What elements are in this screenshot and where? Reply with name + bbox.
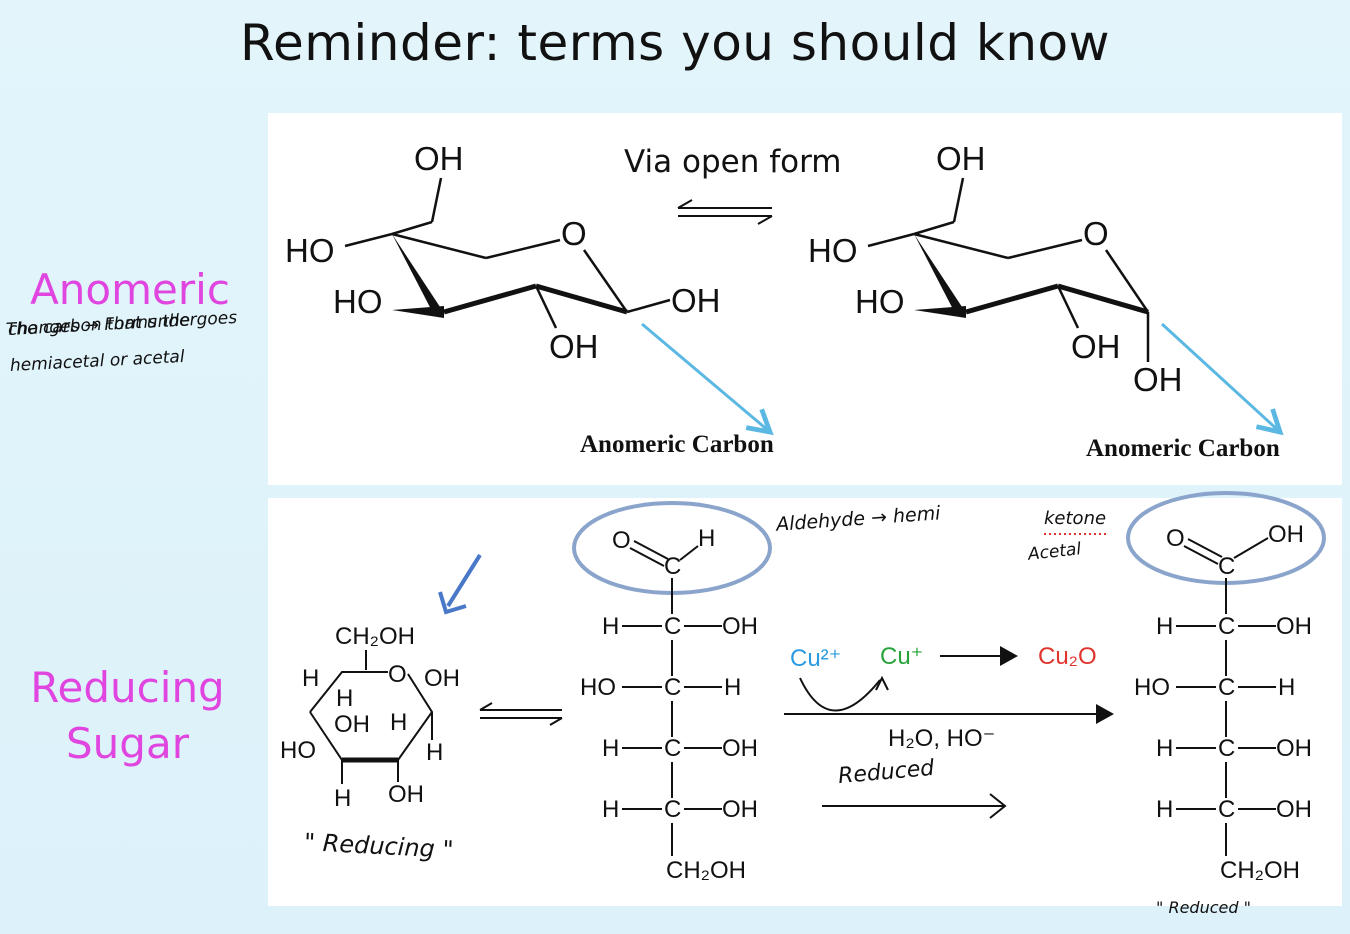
equilibrium-label: Via open form [624, 144, 841, 180]
anomeric-oh-label: OH [671, 282, 721, 319]
chain-c2-h: H [602, 613, 619, 640]
ring-o-label-right: O [1083, 215, 1109, 252]
ring-c2-oh-label: OH [388, 781, 424, 808]
cu2-label: Cu²⁺ [790, 645, 841, 672]
acid-c6-ch2oh: CH₂OH [1220, 857, 1300, 884]
chain-c2-oh: OH [722, 613, 758, 640]
acid-oh-label: OH [1268, 521, 1304, 548]
cu1-label: Cu⁺ [880, 643, 923, 670]
acid-c4-oh: OH [1276, 735, 1312, 762]
chain-c1-label: C [664, 553, 681, 580]
ring-c3-ho-label: HO [280, 737, 316, 764]
term-reducing-sugar: Reducing Sugar [20, 660, 235, 772]
handwritten-ketone-note: ketone [1044, 508, 1107, 529]
chain-c4-h: H [602, 735, 619, 762]
acid-c3-ho: HO [1134, 674, 1170, 701]
chain-c2: C [664, 613, 681, 640]
c3-ho-label: HO [333, 283, 383, 320]
conditions-label: H₂O, HO⁻ [888, 725, 995, 752]
reduced-arrow [989, 793, 1007, 819]
c3-ho-label-right: HO [855, 283, 905, 320]
acid-c4-h: H [1156, 735, 1173, 762]
equilibrium-arrows [677, 199, 773, 225]
chain-c5: C [664, 796, 681, 823]
acid-c3: C [1218, 674, 1235, 701]
c6-oh-label-right: OH [936, 140, 986, 177]
ring-c4-oh-label: OH [334, 711, 370, 738]
chain-c5-h: H [602, 796, 619, 823]
chain-c4-oh: OH [722, 735, 758, 762]
acid-c5-oh: OH [1276, 796, 1312, 823]
ring-o-label: O [561, 215, 587, 252]
aldehyde-o-label: O [612, 527, 631, 554]
acid-c2-h: H [1156, 613, 1173, 640]
c4-ho-label-right: HO [808, 232, 858, 269]
acid-c2-oh: OH [1276, 613, 1312, 640]
acid-c3-h: H [1278, 674, 1295, 701]
anomeric-pointer-arrow-left [641, 322, 774, 436]
ring-c3-h-label: H [334, 785, 351, 812]
chain-c3: C [664, 674, 681, 701]
ring-c4-h-label: H [336, 685, 353, 712]
open-chain-gluconic-acid: O OH C H C OH HO C H H C OH H C OH CH₂OH [1126, 491, 1326, 884]
ring-c5-h-label: H [302, 665, 319, 692]
ring-pointer-arrow [446, 553, 482, 608]
acid-o-label: O [1166, 525, 1185, 552]
anomeric-caption-left: Anomeric Carbon [580, 431, 774, 458]
ring-c1-oh-label: OH [424, 665, 460, 692]
term-reducing-line2: Sugar [66, 719, 189, 768]
ring-o-label: O [388, 661, 407, 688]
chain-c6-ch2oh: CH₂OH [666, 857, 746, 884]
anomeric-caption-right: Anomeric Carbon [1086, 435, 1280, 462]
oxidation-reaction: Cu²⁺ Cu⁺ Cu₂O H₂O, HO⁻ [784, 643, 1114, 819]
ring-ch2oh-label: CH₂OH [335, 623, 415, 650]
acid-c5: C [1218, 796, 1235, 823]
c6-oh-label: OH [414, 140, 464, 177]
c2-oh-label: OH [549, 328, 599, 365]
beta-glucose-chair: OH HO O HO OH OH [285, 140, 721, 365]
chain-c3-ho: HO [580, 674, 616, 701]
cu2o-label: Cu₂O [1038, 643, 1097, 670]
chain-c3-h: H [724, 674, 741, 701]
acid-c5-h: H [1156, 796, 1173, 823]
acid-c4: C [1218, 735, 1235, 762]
anomeric-diagram-panel [268, 113, 1342, 485]
anomeric-pointer-arrow-right [1160, 322, 1284, 436]
chain-c5-oh: OH [722, 796, 758, 823]
cu-reduction-curve [799, 677, 881, 712]
c4-ho-label: HO [285, 232, 335, 269]
acid-c1-label: C [1218, 553, 1235, 580]
c2-oh-label-right: OH [1071, 328, 1121, 365]
acid-c2: C [1218, 613, 1235, 640]
term-anomeric: Anomeric [30, 265, 230, 314]
alpha-glucose-chair: OH HO O HO OH OH [808, 140, 1183, 398]
page-title: Reminder: terms you should know [239, 14, 1111, 72]
ring-c2-h-label: H [390, 709, 407, 736]
aldehyde-h-label: H [698, 525, 715, 552]
open-chain-glucose: O H C H C OH HO C H H C OH H C OH CH₂OH [572, 501, 772, 884]
handwritten-reduced-label: " Reduced " [1156, 898, 1251, 917]
term-reducing-line1: Reducing [30, 663, 225, 712]
ring-chain-equilibrium-arrows [479, 702, 563, 726]
haworth-glucose-ring: CH₂OH O OH H H H OH H HO H OH [280, 623, 460, 812]
anomeric-oh-label-right: OH [1133, 361, 1183, 398]
chain-c4: C [664, 735, 681, 762]
ring-c1-h-label: H [426, 739, 443, 766]
reducing-sugar-diagram-panel [268, 498, 1342, 906]
